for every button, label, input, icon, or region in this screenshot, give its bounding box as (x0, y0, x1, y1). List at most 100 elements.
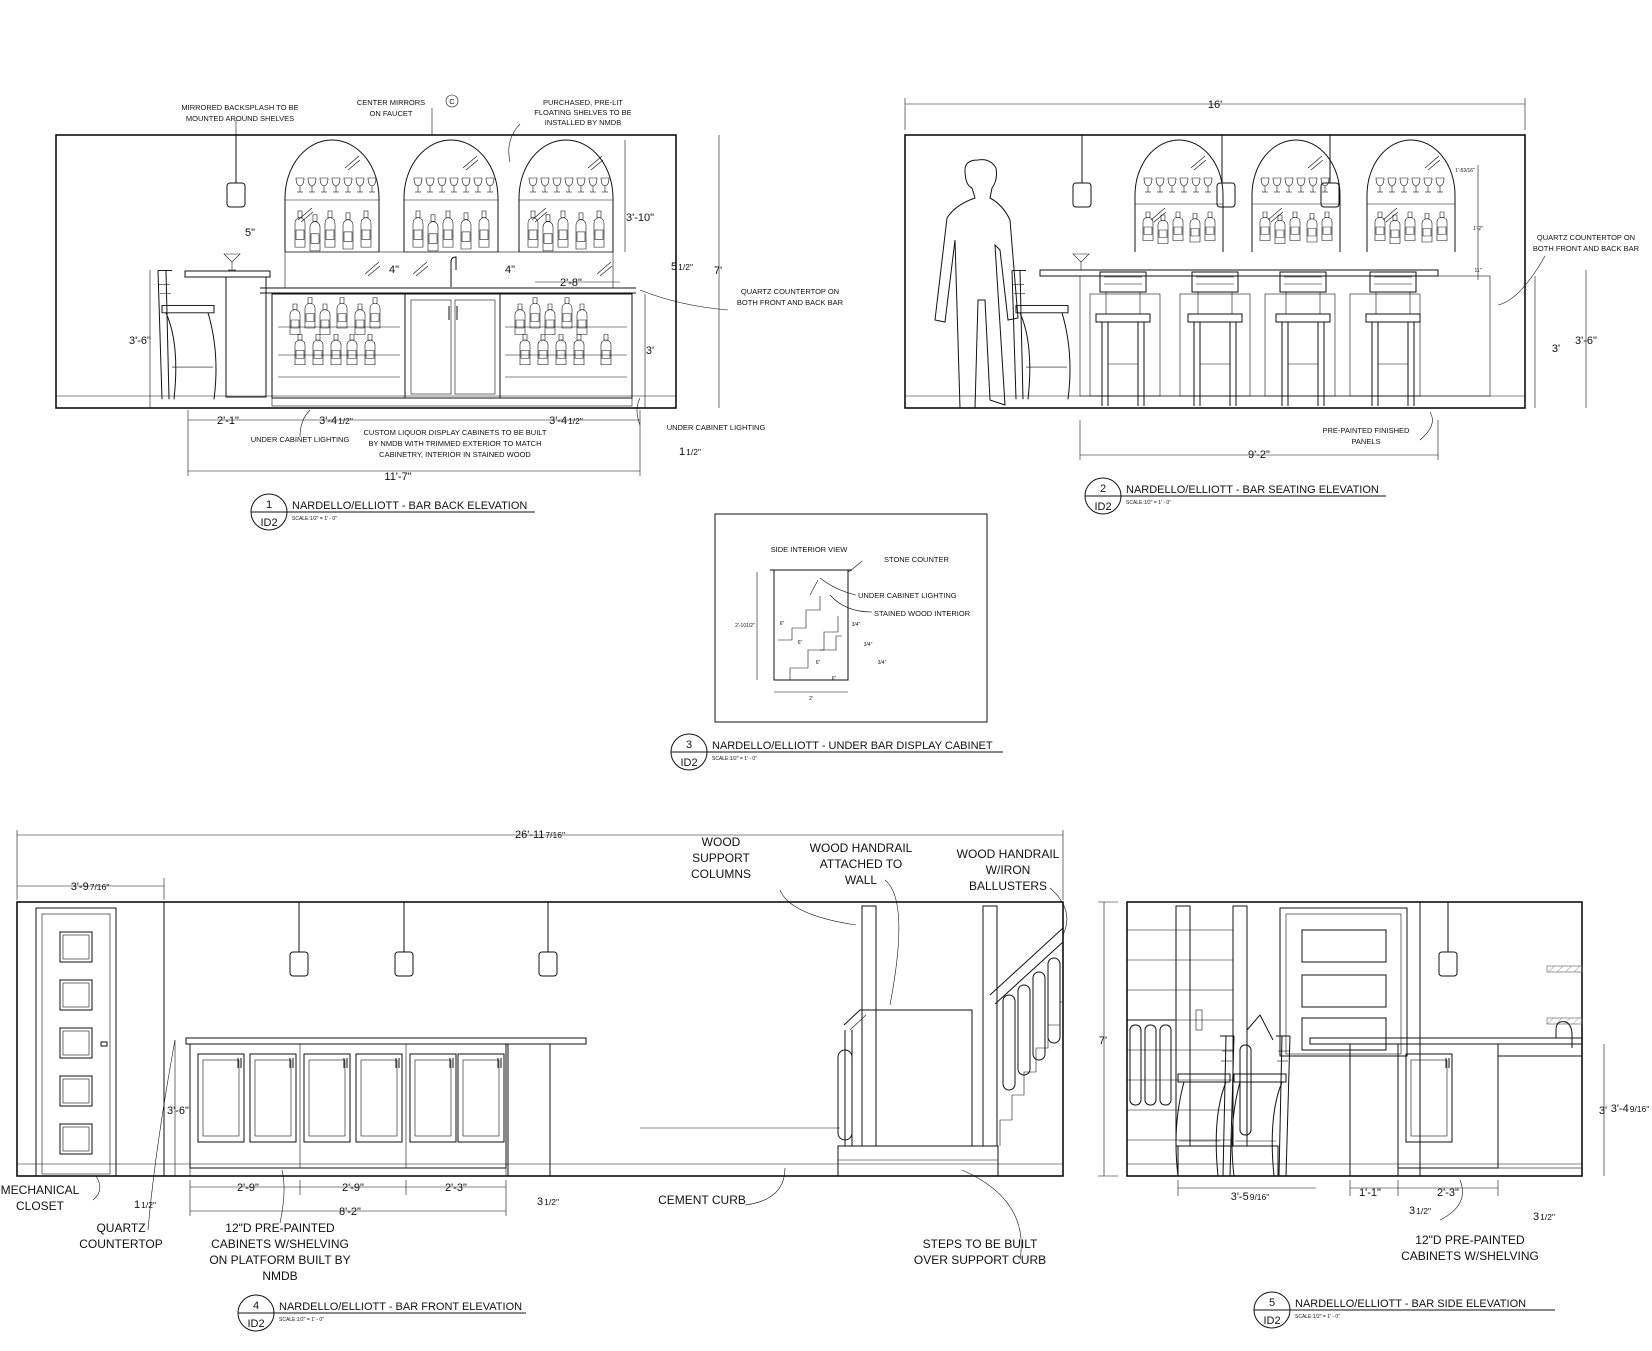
note-purchased-3: INSTALLED BY NMDB (545, 118, 621, 127)
dim-3-6: 3'-6" (129, 335, 151, 347)
dim-1-half-v4: 11/2" (134, 1199, 156, 1211)
note-under-cabinet-right: UNDER CABINET LIGHTING (667, 423, 766, 432)
view-5-number: 5 (1269, 1297, 1275, 1309)
note-center-1: CENTER MIRRORS (357, 98, 425, 107)
dim-small-2: 1'-2" (1473, 226, 1483, 232)
dim-5-half: 51/2" (671, 261, 693, 273)
dim-3-half-b-v5: 31/2" (1533, 1211, 1555, 1223)
view-1-scale: SCALE:1/2" = 1' - 0" (292, 516, 337, 522)
note-columns-1: WOOD (702, 835, 741, 849)
note-cabinets-v5-2: CABINETS W/SHELVING (1401, 1249, 1539, 1263)
dim-v3-t1: 3/4" (852, 622, 861, 628)
note-stone-counter: STONE COUNTER (884, 555, 949, 564)
dim-v3-s2: 6" (798, 640, 803, 646)
dim-4in-a: 4" (389, 264, 399, 276)
view-2-sheet: ID2 (1094, 501, 1111, 513)
dim-3-half-v4: 31/2" (537, 1196, 559, 1208)
view-4-number: 4 (253, 1300, 259, 1312)
view-3-title-block: 3 ID2 NARDELLO/ELLIOTT - UNDER BAR DISPL… (670, 733, 1003, 771)
note-cabinets-v4-3: ON PLATFORM BUILT BY (209, 1253, 350, 1267)
note-mechanical-1: MECHANICAL (1, 1183, 80, 1197)
note-purchased-1: PURCHASED, PRE-LIT (543, 98, 623, 107)
dim-16ft: 16' (1208, 99, 1222, 111)
dim-3ft-v5: 3' (1599, 1105, 1607, 1117)
view-4-title-block: 4 ID2 NARDELLO/ELLIOTT - BAR FRONT ELEVA… (237, 1294, 526, 1332)
dim-1-half: 11/2" (679, 446, 701, 458)
note-handrail-wall-2: ATTACHED TO (820, 857, 902, 871)
note-stained-wood: STAINED WOOD INTERIOR (874, 609, 971, 618)
view-5-sheet: ID2 (1263, 1315, 1280, 1327)
view-1-sheet: ID2 (260, 517, 277, 529)
note-quartz-v2-2: BOTH FRONT AND BACK BAR (1533, 244, 1640, 253)
note-mechanical-2: CLOSET (16, 1199, 65, 1213)
dim-2-3-v5: 2'-3" (1437, 1187, 1459, 1199)
note-custom-3: CABINETRY, INTERIOR IN STAINED WOOD (379, 450, 531, 459)
view-4-scale: SCALE:1/2" = 1' - 0" (279, 1317, 324, 1323)
view-1-number: 1 (266, 499, 272, 511)
dim-7ft-v5: 7' (1099, 1035, 1107, 1047)
view-2-number: 2 (1100, 483, 1106, 495)
dim-v3-t3: 3/4" (878, 660, 887, 666)
dim-3-6-v2: 3'-6" (1575, 335, 1597, 347)
dim-small-1: 1'-53/16" (1455, 168, 1475, 174)
note-quartz-v2-1: QUARTZ COUNTERTOP ON (1537, 233, 1635, 242)
dim-v3-s3: 6" (816, 660, 821, 666)
view-2-bar-seating-elevation (904, 98, 1587, 460)
dim-v3-s1: 6" (780, 621, 785, 627)
view-1-title: NARDELLO/ELLIOTT - BAR BACK ELEVATION (292, 500, 527, 512)
dim-2-9-a: 2'-9" (237, 1182, 259, 1194)
note-cabinets-v4-2: CABINETS W/SHELVING (211, 1237, 349, 1251)
note-cement-curb: CEMENT CURB (658, 1193, 746, 1207)
note-quartz-v4-1: QUARTZ (96, 1221, 145, 1235)
dim-8-2: 8'-2" (339, 1206, 361, 1218)
dim-3-4-half-a: 3'-41/2" (319, 415, 353, 427)
note-steps-1: STEPS TO BE BUILT (923, 1237, 1038, 1251)
view-5-annotations: 7' 3' 3'-49/16" 3'-59/16" 1'-1" 2'-3" 31… (1099, 1035, 1649, 1263)
note-handrail-wall-1: WOOD HANDRAIL (810, 841, 913, 855)
note-handrail-iron-1: WOOD HANDRAIL (957, 847, 1060, 861)
dim-7ft: 7' (714, 265, 722, 277)
view-1-bar-back-elevation (55, 94, 729, 476)
dim-4in-b: 4" (505, 264, 515, 276)
dim-3-half-a-v5: 31/2" (1409, 1205, 1431, 1217)
dim-v3-t2: 3/4" (864, 642, 873, 648)
note-mirrored-2: MOUNTED AROUND SHELVES (186, 114, 294, 123)
view-2-title-block: 2 ID2 NARDELLO/ELLIOTT - BAR SEATING ELE… (1084, 477, 1386, 515)
note-custom-1: CUSTOM LIQUOR DISPLAY CABINETS TO BE BUI… (364, 428, 547, 437)
dim-11-7: 11'-7" (384, 471, 411, 483)
note-cabinets-v4-4: NMDB (262, 1269, 297, 1283)
view-3-under-bar-cabinet (714, 513, 988, 723)
view-4-bar-front-elevation (16, 830, 1235, 1261)
note-side-interior: SIDE INTERIOR VIEW (771, 545, 849, 554)
note-handrail-wall-3: WALL (845, 873, 878, 887)
note-panels-2: PANELS (1351, 437, 1380, 446)
dim-3-10: 3'-10" (626, 212, 654, 224)
note-quartz-2: BOTH FRONT AND BACK BAR (737, 298, 844, 307)
dim-3-4-v5: 3'-49/16" (1611, 1103, 1650, 1115)
dim-26-11: 26'-117/16" (515, 829, 565, 841)
dim-v3-height: 2'-101/2" (735, 623, 755, 629)
dim-2-1: 2'-1" (217, 415, 239, 427)
view-3-scale: SCALE:1/2" = 1' - 0" (712, 756, 757, 762)
view-3-title: NARDELLO/ELLIOTT - UNDER BAR DISPLAY CAB… (712, 740, 993, 752)
dim-v3-width: 2' (809, 696, 813, 702)
note-quartz-1: QUARTZ COUNTERTOP ON (741, 287, 839, 296)
note-columns-3: COLUMNS (691, 867, 751, 881)
note-under-cabinet-left: UNDER CABINET LIGHTING (251, 435, 350, 444)
svg-text:CUSTOM LIQUOR DISPLAY CABINETS: CUSTOM LIQUOR DISPLAY CABINETS TO BE BUI… (364, 428, 547, 459)
dim-3-9: 3'-97/16" (71, 881, 110, 893)
view-5-title-block: 5 ID2 NARDELLO/ELLIOTT - BAR SIDE ELEVAT… (1253, 1291, 1555, 1329)
view-4-sheet: ID2 (247, 1318, 264, 1330)
view-5-bar-side-elevation (1098, 901, 1605, 1221)
view-3-number: 3 (686, 739, 692, 751)
note-cabinets-v4-1: 12"D PRE-PAINTED (225, 1221, 335, 1235)
view-4-annotations: 26'-117/16" 3'-97/16" 3'-6" 2'-9" 2'-9" … (1, 829, 1060, 1283)
